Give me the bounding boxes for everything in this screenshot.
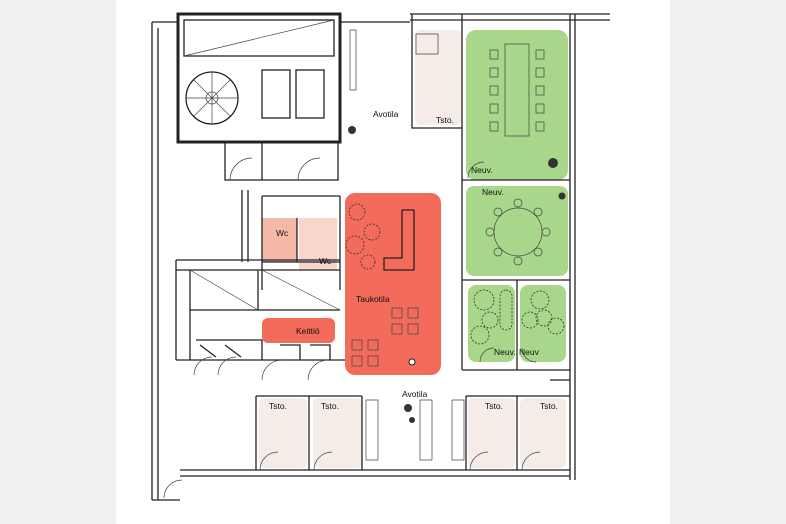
label-kitchen: Keittiö: [296, 326, 320, 336]
zone-meeting-small-1: [468, 285, 515, 362]
label-meeting-round: Neuv.: [482, 187, 504, 197]
label-meeting-large: Neuv.: [471, 165, 493, 175]
label-office-b2: Tsto.: [321, 401, 339, 411]
label-open-bottom: Avotila: [402, 389, 428, 399]
label-open-top: Avotila: [373, 109, 399, 119]
floor-plan-drawing: [151, 12, 610, 501]
zone-office-b4: [520, 398, 566, 468]
label-office-b1: Tsto.: [269, 401, 287, 411]
label-meeting-small-2: Neuv: [519, 347, 539, 357]
zone-break-room: [345, 193, 441, 375]
floor-plan: Avotila Tsto. Neuv. Neuv. Wc Wc Taukotil…: [116, 0, 670, 524]
label-office-top: Tsto.: [436, 115, 454, 125]
zone-wc-1: [262, 218, 297, 262]
label-wc-1: Wc: [276, 228, 289, 238]
zone-wc-2: [299, 218, 337, 270]
zone-meeting-round: [466, 186, 568, 276]
label-meeting-small-1: Neuv.: [494, 347, 516, 357]
label-wc-2: Wc: [319, 256, 332, 266]
label-office-b3: Tsto.: [485, 401, 503, 411]
zone-meeting-large: [466, 30, 568, 180]
label-office-b4: Tsto.: [540, 401, 558, 411]
zone-office-b3: [468, 398, 515, 468]
zone-kitchen: [262, 318, 335, 343]
zone-meeting-small-2: [520, 285, 566, 362]
label-break-room: Taukotila: [356, 294, 390, 304]
zone-office-b1: [259, 398, 307, 468]
zone-office-top: [415, 30, 462, 125]
zone-office-b2: [313, 398, 362, 468]
